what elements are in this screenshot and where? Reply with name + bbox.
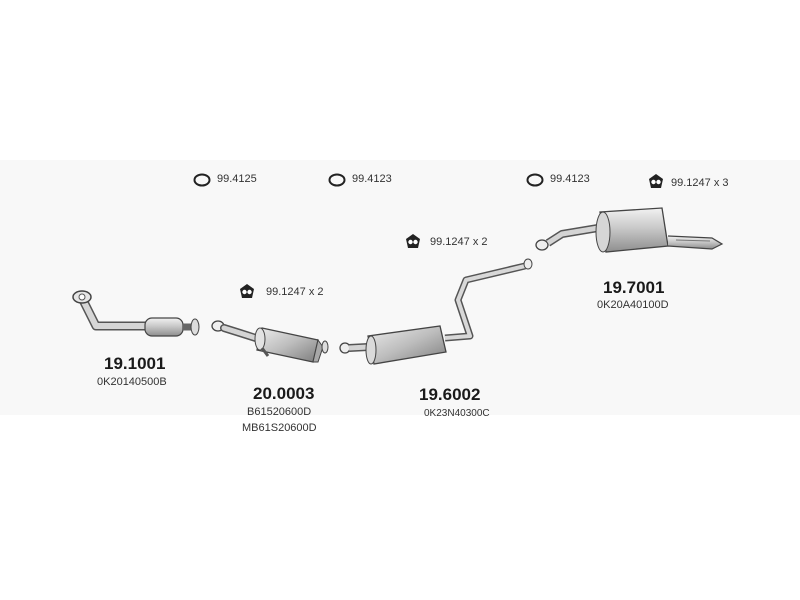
rubber-hanger-icon bbox=[406, 234, 420, 248]
o-ring-icon bbox=[193, 173, 211, 187]
accessory-label-99-4123-rear: 99.4123 bbox=[550, 173, 590, 185]
o-ring-icon bbox=[328, 173, 346, 187]
middle-silencer-part bbox=[339, 258, 533, 365]
oe-number-catalytic-converter-1: B61520600D bbox=[247, 406, 312, 418]
accessory-label-99-4123: 99.4123 bbox=[352, 173, 392, 185]
part-number-middle-silencer: 19.6002 bbox=[419, 385, 481, 404]
part-number-catalytic-converter: 20.0003 bbox=[253, 384, 315, 403]
accessory-label-99-1247-x3: 99.1247 x 3 bbox=[671, 177, 729, 189]
oe-number-front-pipe: 0K20140500B bbox=[97, 376, 167, 388]
front-pipe-part bbox=[72, 290, 200, 337]
oe-number-catalytic-converter-2: MB61S20600D bbox=[242, 422, 317, 434]
diagram-background-band bbox=[0, 160, 800, 415]
accessory-label-99-1247-x2-front: 99.1247 x 2 bbox=[266, 286, 324, 298]
catalytic-converter-part bbox=[211, 320, 329, 363]
accessory-label-99-4125: 99.4125 bbox=[217, 173, 257, 185]
accessory-label-99-1247-x2-mid: 99.1247 x 2 bbox=[430, 236, 488, 248]
part-number-rear-silencer: 19.7001 bbox=[603, 278, 665, 297]
oe-number-middle-silencer: 0K23N40300C bbox=[424, 408, 490, 419]
rubber-hanger-icon bbox=[649, 174, 663, 188]
oe-number-rear-silencer: 0K20A40100D bbox=[597, 299, 669, 311]
part-number-front-pipe: 19.1001 bbox=[104, 354, 166, 373]
rear-silencer-part bbox=[535, 207, 724, 253]
o-ring-icon bbox=[526, 173, 544, 187]
rubber-hanger-icon bbox=[240, 284, 254, 298]
